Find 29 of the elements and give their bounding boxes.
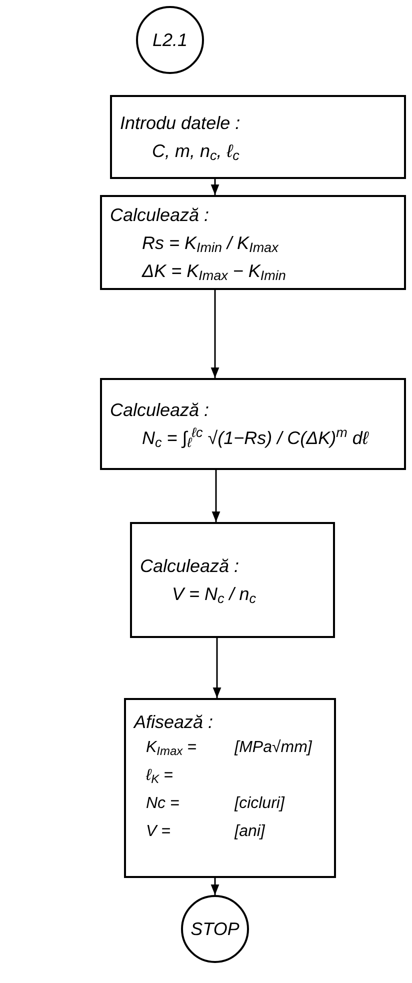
unit-label: [cicluri] [234,794,286,814]
output-box [124,698,336,878]
box-heading: Calculează : [140,555,240,578]
arrow [210,290,220,378]
process-box [100,195,406,290]
arrow [212,470,220,522]
formula: V = N$_{c}$ / n$_{c}$ [171,583,258,608]
arrow [210,878,220,895]
unit-label: [MPa√mm] [234,738,313,758]
formula: N$_{c}$ = ∫$_{ℓ}$$^{ℓc}$ √(1−Rs) / C(ΔK)$^{m}$ dℓ [141,424,370,452]
output-variable: V = [146,822,172,842]
box-heading: Calculează : [110,204,210,226]
output-variable: Nc = [146,794,180,814]
box-heading: Afisează : [134,711,214,734]
output-variable: ℓ$_{K}$ = [146,766,174,788]
unit-label: [ani] [234,822,266,842]
process-box [100,378,406,470]
process-box [130,522,335,638]
output-variable: K$_{Imax}$ = [146,738,198,760]
formula: C, m, n$_{c}$, ℓ$_{c}$ [151,140,240,165]
formula: ΔK = K$_{Imax}$ − K$_{Imin}$ [140,260,287,284]
box-heading: Introdu datele : [120,112,242,135]
arrow [210,179,220,195]
arrow [212,638,222,698]
formula: Rs = K$_{Imin}$ / K$_{Imax}$ [141,232,280,256]
terminal-label: STOP [190,918,240,941]
terminal-label: L2.1 [152,29,188,52]
process-box [110,95,406,179]
box-heading: Calculează : [110,399,210,422]
